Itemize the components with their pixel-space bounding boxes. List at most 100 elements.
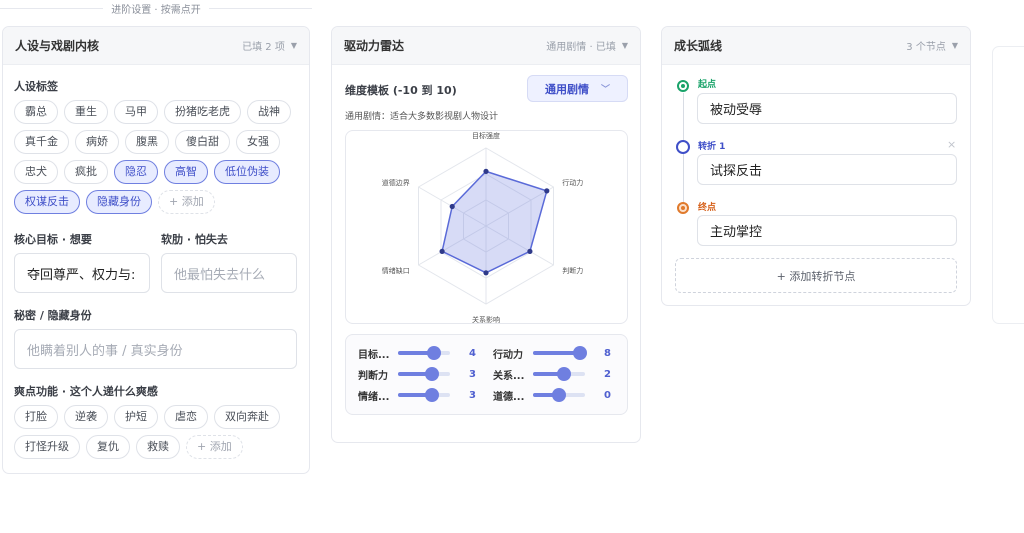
arc-node-count: 3 个节点	[906, 42, 946, 53]
persona-tag-chip[interactable]: 傻白甜	[175, 130, 230, 154]
persona-tag-chip[interactable]: 腹黑	[125, 130, 169, 154]
dimension-slider-label: 目标...	[358, 349, 390, 361]
end-node-icon	[677, 202, 689, 214]
persona-tag-chip[interactable]: 霸总	[14, 100, 58, 124]
remove-node-icon[interactable]: ×	[947, 138, 957, 151]
radar-axis-line	[418, 225, 487, 266]
divider-line-left	[0, 7, 104, 9]
start-node-input[interactable]: 被动受辱	[697, 93, 957, 124]
arc-card: 成长弧线 3 个节点 ▼ 起点 被动受辱 转折 1 × 试探反击 终点 主动掌控…	[661, 26, 971, 306]
radar-card-meta: 通用剧情 · 已填 ▼	[546, 38, 628, 53]
radar-data-point	[449, 203, 455, 210]
slider-handle[interactable]	[557, 367, 572, 381]
radar-data-point	[439, 248, 445, 254]
slider-fill	[398, 372, 432, 376]
persona-tag-chip[interactable]: 病娇	[75, 130, 119, 154]
persona-card-title: 人设与戏剧内核	[15, 39, 100, 53]
chevron-down-icon: ▼	[951, 41, 958, 50]
appeal-tag-chip[interactable]: 打脸	[14, 405, 58, 429]
dimension-slider[interactable]	[398, 346, 450, 360]
dimension-slider-value: 2	[604, 368, 611, 380]
appeal-tag-chip[interactable]: 虐恋	[164, 405, 208, 429]
next-card-edge	[992, 46, 1024, 324]
dimension-slider-label: 判断力	[358, 370, 388, 382]
radar-status: 通用剧情 · 已填	[546, 42, 616, 53]
persona-tag-chip[interactable]: 真千金	[14, 130, 69, 154]
radar-chart-box: 目标强度行动力判断力关系影响情绪缺口道德边界	[345, 130, 628, 324]
chevron-down-icon: ﹀	[600, 85, 610, 95]
dimension-slider-value: 4	[469, 347, 476, 359]
persona-tags-label: 人设标签	[14, 80, 58, 93]
persona-card-header[interactable]: 人设与戏剧内核 已填 2 项 ▼	[3, 27, 309, 65]
radar-axis-label: 判断力	[562, 266, 583, 275]
secret-input[interactable]: 他瞒着别人的事 / 真实身份	[14, 329, 297, 369]
persona-tag-chip[interactable]: 低位伪装	[214, 160, 280, 184]
slider-handle[interactable]	[424, 388, 439, 402]
persona-tag-chip[interactable]: 高智	[164, 160, 208, 184]
turn-node-input[interactable]: 试探反击	[697, 154, 957, 185]
appeal-tag-chip[interactable]: 逆袭	[64, 405, 108, 429]
start-node-icon	[677, 80, 689, 92]
slider-fill	[533, 351, 580, 355]
arc-card-meta: 3 个节点 ▼	[906, 38, 958, 53]
weakness-label: 软肋 · 怕失去	[161, 233, 228, 246]
radar-card: 驱动力雷达 通用剧情 · 已填 ▼ 维度模板 (-10 到 10) 通用剧情 ﹀…	[331, 26, 641, 443]
slider-handle[interactable]	[424, 367, 439, 381]
add-appeal-tag-button[interactable]: + 添加	[186, 435, 243, 459]
persona-filled-count: 已填 2 项	[242, 42, 285, 53]
appeal-tag-chip[interactable]: 打怪升级	[14, 435, 80, 459]
persona-tag-chip[interactable]: 战神	[247, 100, 291, 124]
appeal-tag-chip[interactable]: 护短	[114, 405, 158, 429]
radar-card-title: 驱动力雷达	[344, 39, 405, 53]
persona-tag-chip[interactable]: 权谋反击	[14, 190, 80, 214]
turn-node-label: 转折 1	[698, 142, 726, 152]
radar-data-point	[483, 168, 489, 174]
radar-axis-label: 情绪缺口	[382, 266, 410, 275]
start-node-label: 起点	[698, 80, 717, 90]
arc-card-header[interactable]: 成长弧线 3 个节点 ▼	[662, 27, 970, 65]
dimension-slider[interactable]	[398, 367, 450, 381]
dimension-slider-row: 目标... 4	[358, 346, 476, 361]
persona-tag-chip[interactable]: 隐忍	[114, 160, 158, 184]
slider-handle[interactable]	[572, 346, 587, 360]
slider-fill	[398, 351, 435, 355]
turn-node-icon	[676, 140, 690, 154]
radar-card-header[interactable]: 驱动力雷达 通用剧情 · 已填 ▼	[332, 27, 640, 65]
appeal-tag-chip[interactable]: 复仇	[86, 435, 130, 459]
persona-card-meta: 已填 2 项 ▼	[242, 38, 297, 53]
dimension-slider-row: 情绪...3	[358, 388, 476, 403]
slider-handle[interactable]	[427, 346, 442, 360]
arc-card-title: 成长弧线	[674, 39, 723, 53]
goal-input[interactable]: 夺回尊严、权力与:	[14, 253, 150, 293]
radar-axis-line	[485, 186, 554, 227]
persona-tag-chip[interactable]: 重生	[64, 100, 108, 124]
template-select[interactable]: 通用剧情 ﹀	[527, 75, 628, 102]
dimension-slider[interactable]	[533, 388, 585, 402]
appeal-tag-chip[interactable]: 救赎	[136, 435, 180, 459]
appeal-label: 爽点功能 · 这个人递什么爽感	[14, 385, 158, 398]
weakness-input[interactable]: 他最怕失去什么	[161, 253, 297, 293]
dimension-slider-row: 道德...0	[493, 388, 611, 403]
add-turn-node-button[interactable]: + 添加转折节点	[675, 258, 957, 293]
persona-tag-chip[interactable]: 马甲	[114, 100, 158, 124]
persona-tag-chip[interactable]: 忠犬	[14, 160, 58, 184]
add-persona-tag-button[interactable]: + 添加	[158, 190, 215, 214]
persona-tag-chip[interactable]: 隐藏身份	[86, 190, 152, 214]
dimension-slider[interactable]	[533, 367, 585, 381]
slider-handle[interactable]	[552, 388, 566, 402]
persona-tag-chip[interactable]: 疯批	[64, 160, 108, 184]
dimension-slider[interactable]	[533, 346, 587, 360]
dimension-slider[interactable]	[398, 388, 450, 402]
persona-tag-chip[interactable]: 扮猪吃老虎	[164, 100, 241, 124]
radar-series-area	[441, 170, 548, 274]
appeal-tags-list: 打脸逆袭护短虐恋双向奔赴打怪升级复仇救赎+ 添加	[14, 405, 304, 459]
end-node-input[interactable]: 主动掌控	[697, 215, 957, 246]
persona-tag-chip[interactable]: 女强	[236, 130, 280, 154]
persona-tags-list: 霸总重生马甲扮猪吃老虎战神真千金病娇腹黑傻白甜女强忠犬疯批隐忍高智低位伪装权谋反…	[14, 100, 304, 214]
appeal-tag-chip[interactable]: 双向奔赴	[214, 405, 280, 429]
radar-data-point	[483, 270, 489, 276]
dimension-slider-row: 关系...2	[493, 367, 611, 382]
